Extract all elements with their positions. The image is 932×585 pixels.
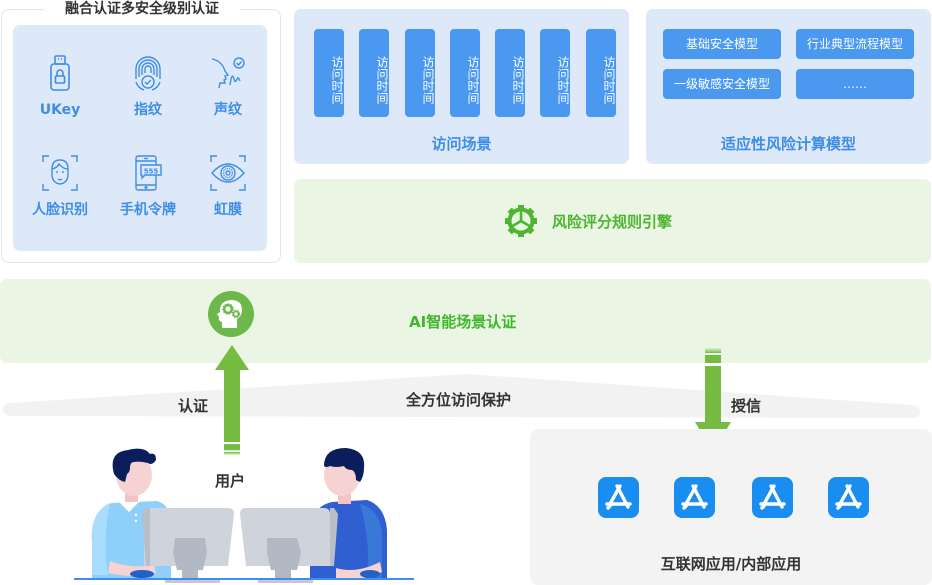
auth-flow-label: 认证 [178, 397, 209, 415]
scene-chip[interactable]: 访问时间 [540, 29, 570, 117]
auth-method-label: 虹膜 [214, 202, 242, 218]
auth-method-label: 人脸识别 [32, 202, 88, 218]
risk-model-caption: 适应性风险计算模型 [720, 135, 856, 153]
trust-grant-label: 授信 [731, 397, 762, 415]
scene-chip-label: 访问时间 [330, 55, 344, 104]
auth-method-face-recognition[interactable]: 人脸识别 [20, 153, 100, 219]
model-chip-more[interactable]: …… [796, 69, 914, 99]
model-chip-basic[interactable]: 基础安全模型 [663, 29, 781, 59]
applications-panel: 互联网应用/内部应用 [530, 429, 932, 585]
app-store-icon[interactable] [828, 477, 869, 518]
ai-scene-auth-label: AI智能场景认证 [409, 313, 517, 331]
users-label: 用户 [215, 472, 246, 490]
face-recognition-icon [42, 155, 78, 191]
auth-method-label: 指纹 [134, 102, 162, 118]
access-scene-caption: 访问场景 [431, 135, 492, 153]
usb-key-icon [50, 55, 70, 91]
auth-methods-grid: UKey 指纹 声纹 人脸识别 [13, 25, 267, 251]
scene-chip-label: 访问时间 [511, 55, 525, 104]
app-store-icon[interactable] [752, 477, 793, 518]
monitor-left [142, 508, 234, 583]
scene-chip[interactable]: 访问时间 [450, 29, 480, 117]
scene-chip-label: 访问时间 [466, 55, 480, 104]
ai-scene-auth-band: AI智能场景认证 [0, 279, 931, 363]
app-store-icon[interactable] [674, 477, 715, 518]
model-chip-sensitive[interactable]: 一级敏感安全模型 [663, 69, 781, 99]
scene-chip-label: 访问时间 [602, 55, 616, 104]
risk-engine-label: 风险评分规则引擎 [552, 212, 673, 231]
access-scene-panel: 访问时间 访问时间 访问时间 访问时间 访问时间 访问时间 访问时间 访问场景 [294, 9, 629, 164]
fusion-auth-title: 融合认证多安全级别认证 [44, 0, 240, 18]
desk-line [74, 578, 414, 580]
scene-chip-label: 访问时间 [556, 55, 570, 104]
scene-chip-label: 访问时间 [421, 55, 435, 104]
risk-model-panel: 基础安全模型 行业典型流程模型 一级敏感安全模型 …… 适应性风险计算模型 [646, 9, 931, 164]
auth-method-fingerprint[interactable]: 指纹 [108, 53, 188, 119]
model-chip-industry[interactable]: 行业典型流程模型 [796, 29, 914, 59]
auth-method-label: UKey [39, 102, 81, 118]
scene-chip-label: 访问时间 [375, 55, 389, 104]
auth-method-label: 手机令牌 [120, 202, 176, 218]
scene-chip[interactable]: 访问时间 [495, 29, 525, 117]
svg-text:555: 555 [144, 168, 159, 176]
ai-brain-icon [208, 291, 254, 337]
app-store-icon[interactable] [598, 477, 639, 518]
gear-icon [505, 205, 537, 237]
mobile-token-icon: 555 [135, 155, 162, 191]
scene-chip[interactable]: 访问时间 [359, 29, 389, 117]
access-protection-label: 全方位访问保护 [406, 391, 512, 409]
auth-method-ukey[interactable]: UKey [20, 53, 100, 119]
fingerprint-icon [135, 56, 161, 91]
iris-icon [210, 155, 246, 191]
auth-method-voiceprint[interactable]: 声纹 [188, 53, 268, 119]
auth-method-iris[interactable]: 虹膜 [188, 153, 268, 219]
auth-method-label: 声纹 [214, 102, 242, 118]
monitor-right [240, 508, 338, 583]
voiceprint-icon [211, 57, 245, 89]
applications-caption: 互联网应用/内部应用 [660, 555, 802, 573]
auth-method-mobile-token[interactable]: 555 手机令牌 [108, 153, 188, 219]
scene-chip[interactable]: 访问时间 [405, 29, 435, 117]
users-illustration [74, 448, 414, 583]
scene-chip[interactable]: 访问时间 [586, 29, 616, 117]
scene-chip[interactable]: 访问时间 [314, 29, 344, 117]
auth-arrow-tail [224, 420, 240, 452]
risk-scoring-engine: 风险评分规则引擎 [294, 179, 931, 263]
